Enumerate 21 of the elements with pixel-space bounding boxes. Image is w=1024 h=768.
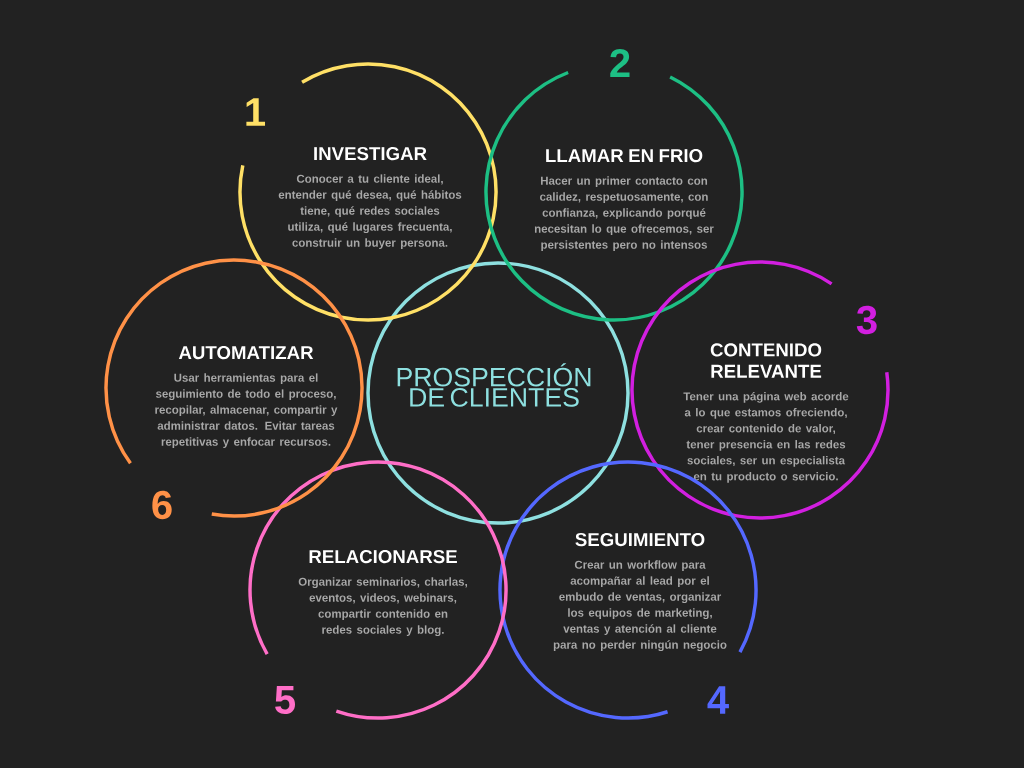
step-heading: RELACIONARSE <box>309 549 457 564</box>
step-heading: LLAMAR EN FRIO <box>546 148 703 163</box>
step-description: Hacer un primer contacto con calidez, respetuosamente, con confianza, explicando porqué necesitan lo que ofrecemos, ser persistentes pero no intensos <box>534 176 714 252</box>
step-description: Usar herramientas para el seguimiento de todo el proceso, recopilar, almacenar, compartir y administrar datos. Evitar tareas repetitivas y enfocar recursos. <box>155 373 338 449</box>
step-number: 6 <box>152 490 172 520</box>
step-number: 5 <box>275 686 295 714</box>
step-description: Organizar seminarios, charlas, eventos, videos, webinars, compartir contenido en redes sociales y blog. <box>298 577 467 637</box>
step-number: 2 <box>610 49 630 77</box>
center-title: PROSPECCIÓN DE CLIENTES <box>397 363 591 407</box>
step-number: 4 <box>707 686 729 714</box>
step-circle <box>366 261 630 525</box>
step-circle <box>484 49 744 322</box>
step-description: Crear un workflow para acompañar al lead por el embudo de ventas, organizar los equipos de marketing, ventas y atención al cliente para no perder ningún negocio <box>553 560 727 652</box>
step-heading: SEGUIMIENTO <box>575 532 705 547</box>
step-heading: AUTOMATIZAR <box>178 345 314 360</box>
step-number: 3 <box>856 305 877 335</box>
step-heading: INVESTIGAR <box>314 146 427 161</box>
step-description: Conocer a tu cliente ideal, entender qué desea, qué hábitos tiene, qué redes sociales utiliza, qué lugares frecuenta, construir un buyer persona. <box>278 174 462 250</box>
step-description: Tener una página web acorde a lo que estamos ofreciendo, crear contenido de valor, tener presencia en las redes sociales, ser un especialista en tu producto o servicio. <box>683 391 849 483</box>
step-number: 1 <box>246 98 265 126</box>
step-heading: CONTENIDO RELEVANTE <box>710 343 822 378</box>
